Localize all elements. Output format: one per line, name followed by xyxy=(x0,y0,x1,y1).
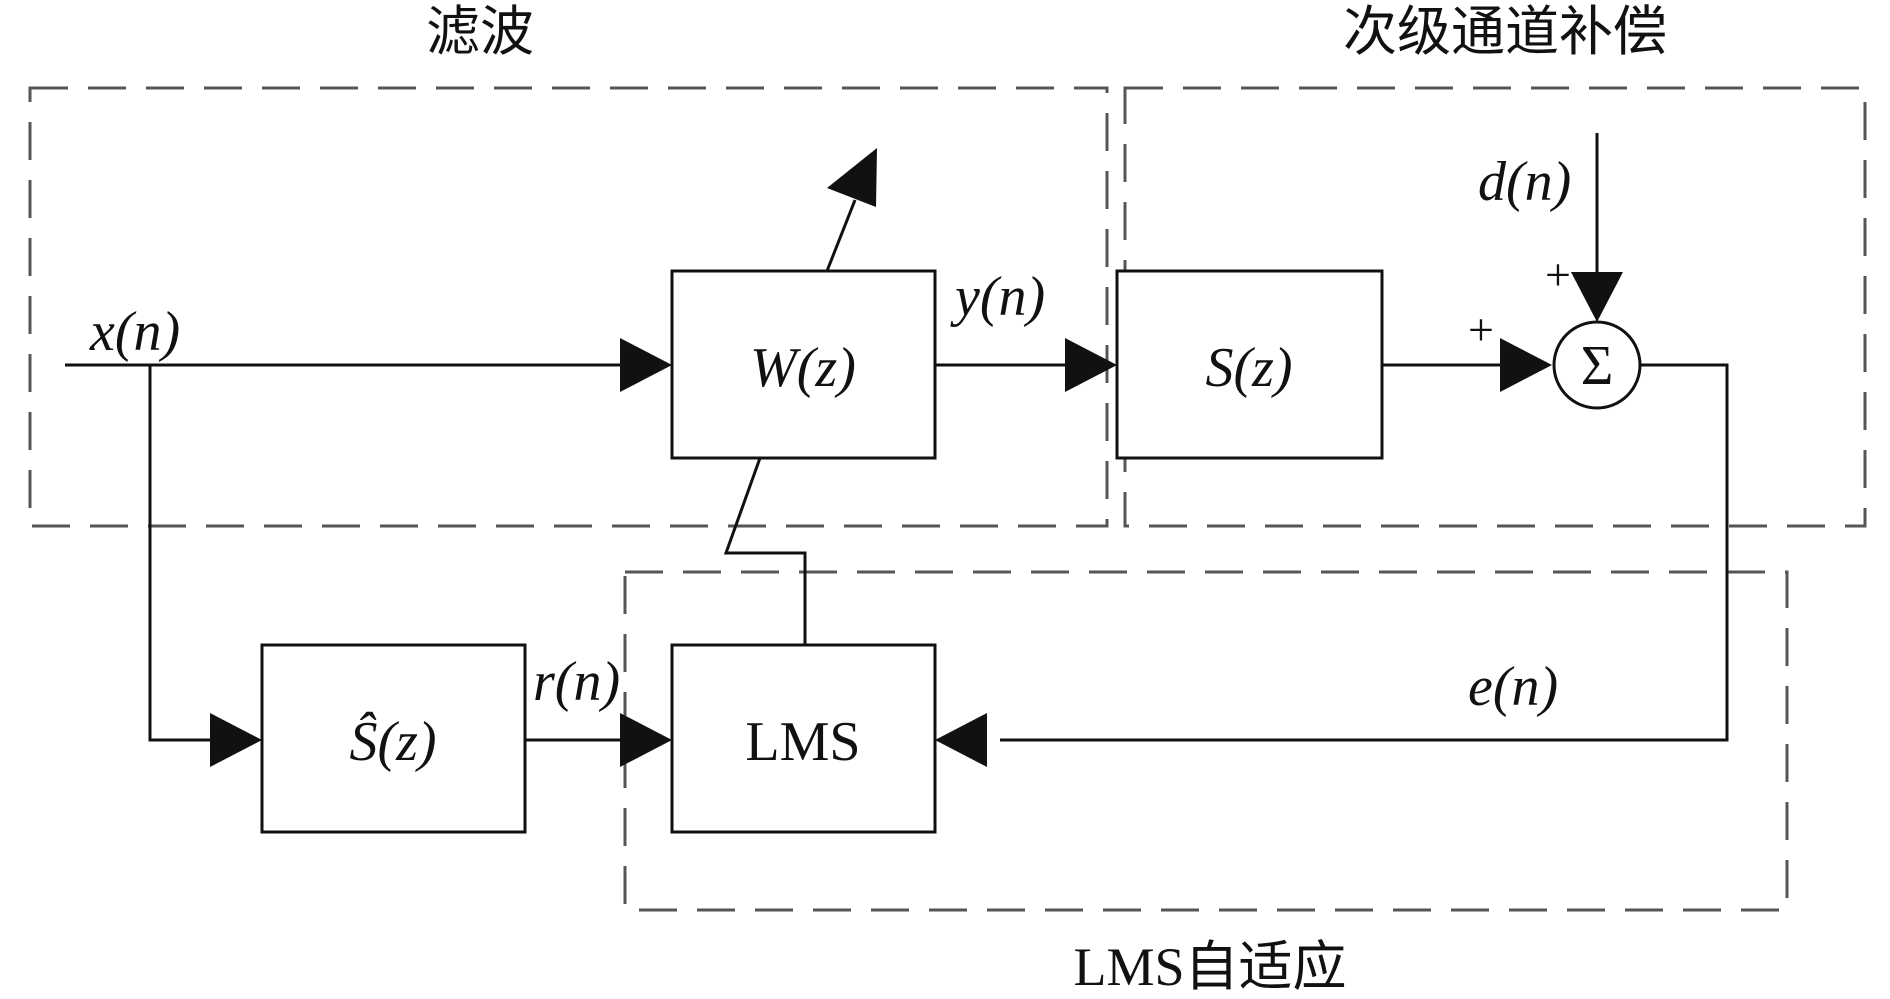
s-block xyxy=(1115,269,1384,460)
s-block-label: S(z) xyxy=(1205,337,1292,399)
summing-junction-symbol: Σ xyxy=(1581,335,1614,397)
arrow-into-lms-e xyxy=(935,713,987,767)
secondary-path-region-frame xyxy=(1123,86,1867,528)
arrow-into-s xyxy=(1065,338,1117,392)
r-signal-label: r(n) xyxy=(533,651,620,713)
x-signal-label: x(n) xyxy=(89,301,180,363)
w-block xyxy=(670,269,937,460)
secondary-path-region-title: 次级通道补偿 xyxy=(1343,2,1667,62)
arrow-into-lms-r xyxy=(620,713,672,767)
d-plus-sign: + xyxy=(1545,249,1571,300)
lms-block xyxy=(670,643,937,834)
arrow-into-sum-s xyxy=(1500,338,1552,392)
lms-update-line xyxy=(723,457,807,645)
s-hat-block-label: Ŝ(z) xyxy=(349,710,436,773)
e-signal-label: e(n) xyxy=(1468,656,1558,718)
s-plus-sign: + xyxy=(1468,304,1494,355)
summing-junction xyxy=(1552,320,1642,410)
lms-region-frame xyxy=(623,570,1789,912)
arrow-into-w xyxy=(620,338,672,392)
s-hat-block xyxy=(260,643,527,834)
y-signal-label: y(n) xyxy=(950,266,1045,328)
filter-region-title: 滤波 xyxy=(426,2,534,62)
lms-region-title: LMS自适应 xyxy=(1073,937,1346,997)
filter-region-frame xyxy=(28,86,1109,528)
d-signal-label: d(n) xyxy=(1478,151,1571,213)
lms-block-label: LMS xyxy=(745,711,860,773)
arrow-into-s-hat xyxy=(210,713,262,767)
adapt-arrow-shaft xyxy=(825,199,857,272)
x-branch-line xyxy=(148,365,210,742)
adapt-arrow-head xyxy=(827,148,877,207)
error-feedback-line xyxy=(1000,363,1729,742)
arrow-into-sum-d xyxy=(1571,272,1623,322)
w-block-label: W(z) xyxy=(750,337,856,399)
